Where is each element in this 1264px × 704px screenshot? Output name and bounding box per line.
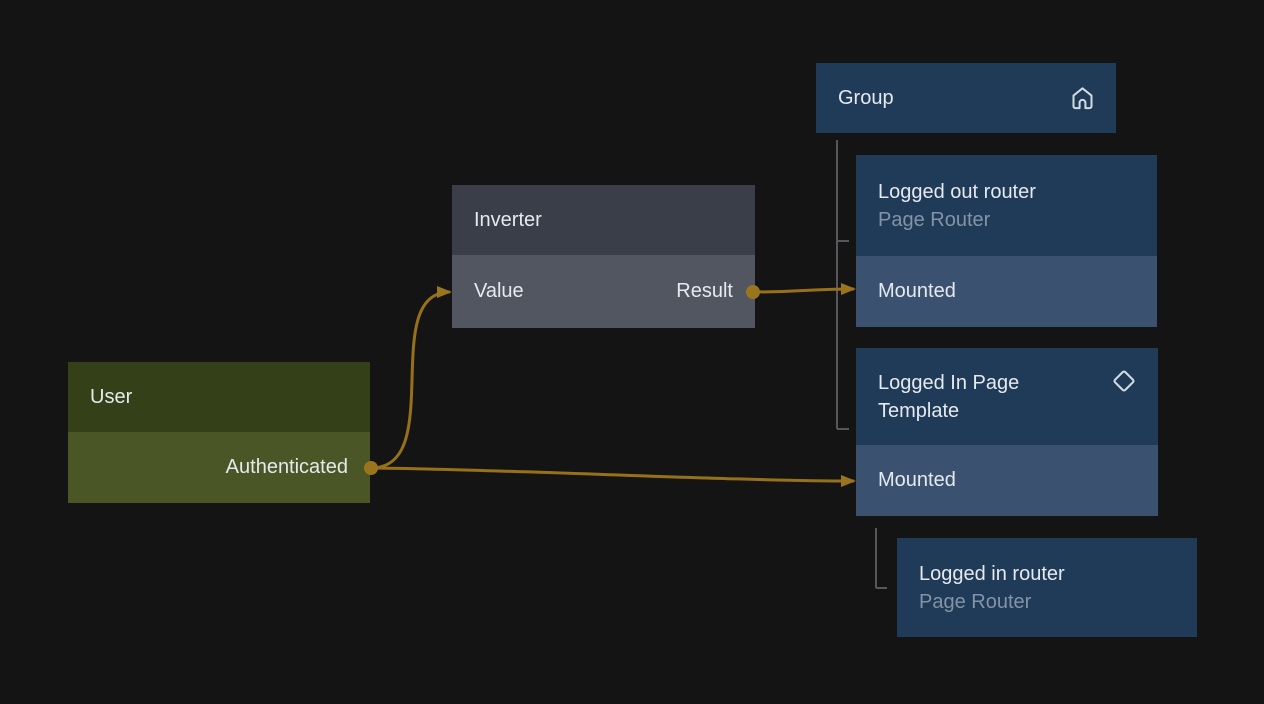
home-icon bbox=[1069, 85, 1096, 112]
node-logged-out-router-port-label: Mounted bbox=[878, 280, 956, 302]
node-group[interactable]: Group bbox=[816, 63, 1116, 133]
node-logged-in-router-subtitle: Page Router bbox=[919, 590, 1032, 613]
node-logged-in-page-template-header[interactable]: Logged In Page Template bbox=[856, 348, 1158, 445]
node-inverter-header[interactable]: Inverter bbox=[452, 185, 755, 255]
node-inverter-input-label: Value bbox=[474, 280, 524, 302]
node-logged-out-router-header[interactable]: Logged out router Page Router bbox=[856, 155, 1157, 256]
node-inverter-title: Inverter bbox=[474, 208, 542, 231]
edge-authenticated-to-inverter-value[interactable] bbox=[370, 286, 452, 470]
edge-inverter-result-to-logged-out-router-mounted[interactable] bbox=[752, 283, 856, 296]
node-user-header[interactable]: User bbox=[68, 362, 370, 432]
diamond-icon bbox=[1110, 367, 1138, 395]
node-logged-in-page-template-mounted-row[interactable]: Mounted bbox=[856, 445, 1158, 516]
node-logged-in-page-template-title: Logged In Page Template bbox=[878, 371, 1020, 422]
node-logged-in-page-template[interactable]: Logged In Page Template Mounted bbox=[856, 348, 1158, 516]
node-user-output-label: Authenticated bbox=[225, 456, 348, 478]
port-dot-authenticated[interactable] bbox=[364, 461, 378, 475]
node-logged-in-router[interactable]: Logged in router Page Router bbox=[897, 538, 1197, 637]
node-group-title: Group bbox=[838, 86, 894, 109]
node-inverter[interactable]: Inverter Value Result bbox=[452, 185, 755, 328]
node-user[interactable]: User Authenticated bbox=[68, 362, 370, 503]
node-logged-in-page-template-port-label: Mounted bbox=[878, 469, 956, 491]
node-inverter-io-row[interactable]: Value Result bbox=[452, 255, 755, 328]
node-logged-out-router-title: Logged out router bbox=[878, 180, 1036, 203]
node-logged-out-router-subtitle: Page Router bbox=[878, 208, 991, 231]
node-logged-in-router-header[interactable]: Logged in router Page Router bbox=[897, 538, 1197, 637]
node-user-title: User bbox=[90, 385, 133, 408]
node-logged-in-router-title: Logged in router bbox=[919, 562, 1065, 585]
node-logged-out-router-mounted-row[interactable]: Mounted bbox=[856, 256, 1157, 327]
port-dot-result[interactable] bbox=[746, 285, 760, 299]
edge-authenticated-to-template-mounted[interactable] bbox=[370, 466, 856, 487]
node-inverter-output-label: Result bbox=[676, 280, 733, 302]
node-group-header[interactable]: Group bbox=[816, 63, 1116, 133]
node-user-output-row[interactable]: Authenticated bbox=[68, 432, 370, 503]
node-logged-out-router[interactable]: Logged out router Page Router Mounted bbox=[856, 155, 1157, 327]
